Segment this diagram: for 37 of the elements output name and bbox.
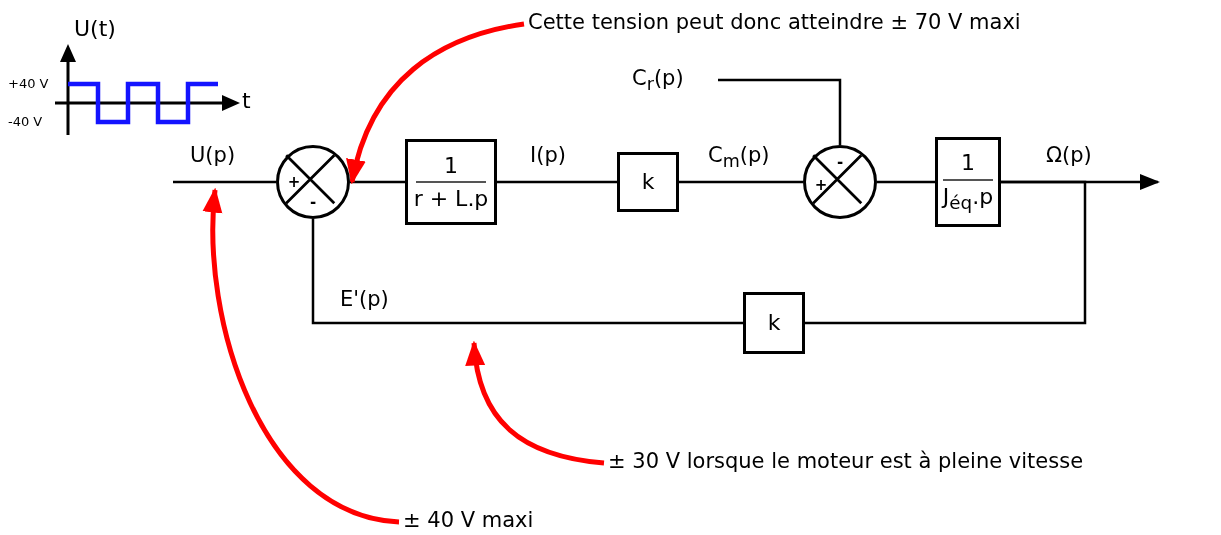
edge-label: I(p) bbox=[530, 143, 566, 169]
callout-arrow bbox=[347, 21, 525, 185]
axis-label: U(t) bbox=[74, 18, 116, 40]
axis-label: t bbox=[242, 90, 251, 112]
sign-label: - bbox=[309, 194, 317, 210]
annotation-text: ± 30 V lorsque le moteur est à pleine vitesse bbox=[608, 449, 1168, 475]
signal-line bbox=[173, 180, 276, 184]
sign-label: - bbox=[836, 154, 844, 170]
numerator: 1 bbox=[961, 149, 975, 177]
block-label: k bbox=[641, 168, 655, 196]
signal-line bbox=[805, 180, 1087, 325]
edge-label: Ω(p) bbox=[1046, 143, 1092, 169]
sign-label: + bbox=[287, 174, 301, 190]
axis-label: -40 V bbox=[8, 115, 43, 128]
signal-line bbox=[877, 180, 935, 184]
signal-line bbox=[679, 180, 803, 184]
numerator: 1 bbox=[444, 151, 458, 179]
edge-label: E'(p) bbox=[340, 287, 389, 313]
signal-line bbox=[497, 180, 617, 184]
signal-line bbox=[718, 78, 842, 145]
callout-arrow bbox=[203, 187, 400, 525]
axis-label: +40 V bbox=[8, 77, 49, 90]
edge-label: U(p) bbox=[190, 143, 236, 169]
transfer-block bbox=[743, 292, 805, 354]
sign-label: + bbox=[814, 177, 828, 193]
signal-line bbox=[350, 180, 405, 184]
denominator: r + L.p bbox=[413, 185, 489, 213]
transfer-block bbox=[617, 152, 679, 212]
signal-label: C$_{r}$(p) bbox=[632, 66, 710, 96]
transfer-block bbox=[405, 139, 497, 225]
denominator: J$_{éq}$.p bbox=[942, 182, 994, 215]
signal-line bbox=[311, 219, 743, 325]
annotation-text: ± 40 V maxi bbox=[403, 508, 553, 534]
annotation-text: Cette tension peut donc atteindre ± 70 V maxi bbox=[528, 10, 1088, 36]
transfer-block bbox=[935, 137, 1001, 227]
callout-arrow bbox=[466, 340, 605, 466]
block-label: k bbox=[767, 309, 781, 337]
